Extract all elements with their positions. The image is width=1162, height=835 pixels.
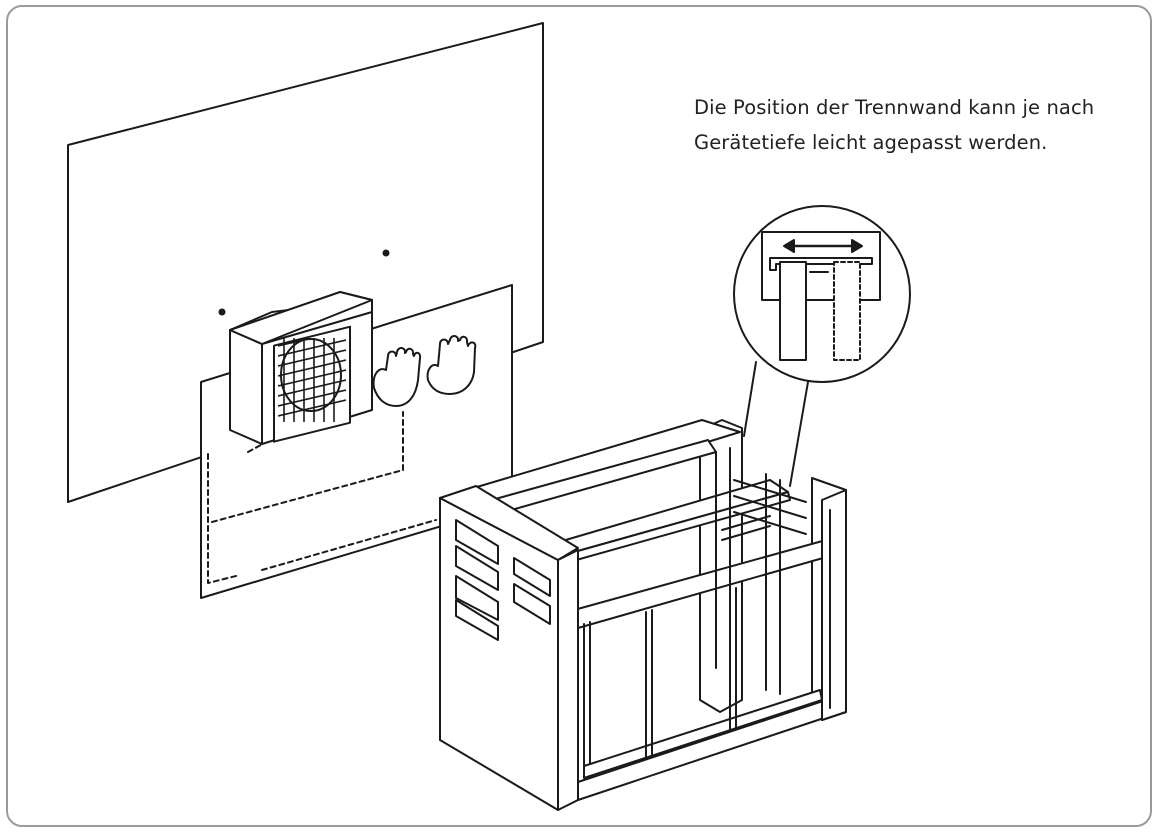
air-conditioner-unit bbox=[229, 291, 373, 445]
cabinet-frame bbox=[439, 419, 847, 811]
double-arrow-icon bbox=[783, 239, 863, 253]
wall-panel bbox=[67, 22, 544, 503]
wall-screw-hole bbox=[218, 308, 226, 316]
partition-adjust-detail bbox=[733, 205, 911, 383]
magnifier-leader bbox=[789, 381, 809, 487]
note-line-2: Gerätetiefe leicht agepasst werden. bbox=[694, 131, 1048, 154]
hands-pressing-icon bbox=[372, 335, 477, 407]
magnifier-leader bbox=[743, 361, 757, 437]
note-line-1: Die Position der Trennwand kann je nach bbox=[694, 96, 1095, 119]
adjustment-note: Die Position der Trennwand kann je nach … bbox=[694, 90, 1134, 160]
wall-screw-hole bbox=[382, 249, 390, 257]
